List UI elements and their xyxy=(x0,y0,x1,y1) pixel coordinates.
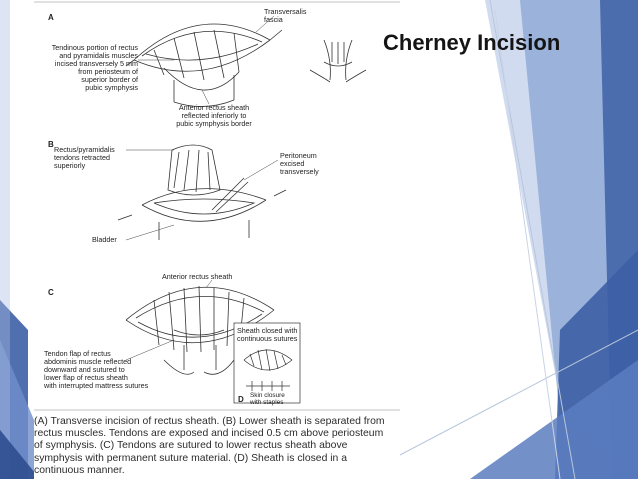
label-transversalis-fascia: Transversalis fascia xyxy=(264,7,307,24)
panel-c-drawing xyxy=(125,285,275,375)
caption-line-5: continuous manner. xyxy=(34,464,125,476)
caption-line-3: of symphysis. (C) Tendons are sutured to… xyxy=(34,440,348,452)
panel-a-drawing xyxy=(125,23,283,107)
label-skin-closure: Skin closure with staples xyxy=(250,392,285,406)
caption-line-4: symphysis with permanent suture material… xyxy=(34,452,348,464)
label-tendon-flap: Tendon flap of rectus abdominis muscle r… xyxy=(44,349,149,390)
caption-line-1: (A) Transverse incision of rectus sheath… xyxy=(34,416,385,427)
label-bladder: Bladder xyxy=(92,235,117,244)
label-tendinous-portion: Tendinous portion of rectus and pyramida… xyxy=(51,43,138,92)
label-tendons-retracted: Rectus/pyramidalis tendons retracted sup… xyxy=(54,145,115,170)
leader-lines xyxy=(125,15,279,361)
figure-caption: (A) Transverse incision of rectus sheath… xyxy=(34,416,402,477)
figure-drawings xyxy=(34,1,400,411)
panel-label-c: C xyxy=(48,288,54,297)
abdomen-icon xyxy=(309,39,367,83)
panel-d-inset xyxy=(233,322,301,404)
caption-line-2: rectus muscles. Tendons are exposed and … xyxy=(34,428,384,440)
panel-b-drawing xyxy=(117,144,287,240)
label-anterior-sheath-reflected: Anterior rectus sheath reflected inferio… xyxy=(176,103,252,128)
label-sheath-closed: Sheath closed with continuous sutures xyxy=(237,326,298,343)
surgical-figure: A B C D Transversalis fascia Tendinous p… xyxy=(34,0,400,479)
panel-label-b: B xyxy=(48,140,54,149)
panel-label-a: A xyxy=(48,13,54,22)
panel-label-d: D xyxy=(238,395,244,404)
label-anterior-rectus-sheath: Anterior rectus sheath xyxy=(162,272,233,281)
label-peritoneum-excised: Peritoneum excised transversely xyxy=(280,151,319,176)
slide-title: Cherney Incision xyxy=(383,30,561,55)
